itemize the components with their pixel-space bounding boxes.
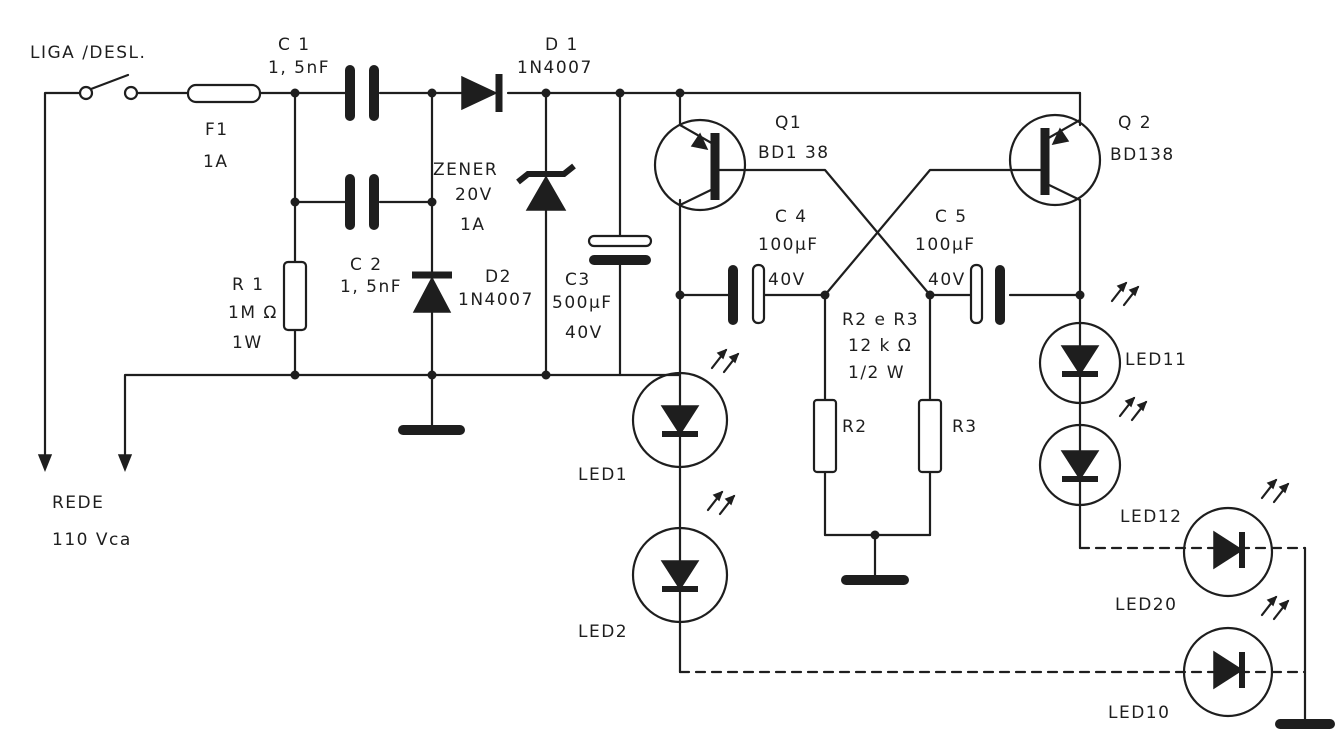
fuse-name: F1 — [205, 120, 229, 140]
c1-value: 1, 5nF — [268, 58, 330, 78]
q2-name: Q 2 — [1118, 113, 1152, 133]
led1-label: LED1 — [578, 465, 628, 485]
d1-part: 1N4007 — [517, 58, 593, 78]
capacitor-c1 — [345, 65, 379, 121]
r2r3-title: R2 e R3 — [842, 310, 919, 330]
d2-part: 1N4007 — [458, 290, 534, 310]
labels: LIGA /DESL. F1 1A C 1 1, 5nF C 2 1, 5nF … — [30, 35, 1187, 723]
fuse-f1 — [186, 83, 262, 104]
r2r3-value: 12 k Ω — [848, 336, 912, 356]
c3-name: C3 — [565, 270, 591, 290]
c2-name: C 2 — [350, 255, 383, 275]
junction-dots — [290, 88, 1085, 540]
power-switch — [78, 73, 139, 101]
led10 — [1182, 595, 1290, 718]
r2-name: R2 — [842, 417, 868, 437]
c3-value: 500µF — [552, 293, 613, 313]
resistor-r3 — [917, 398, 943, 474]
zener-current: 1A — [460, 215, 485, 235]
q1-name: Q1 — [775, 113, 802, 133]
q1-part: BD1 38 — [758, 143, 830, 163]
mains-voltage: 110 Vca — [52, 530, 132, 550]
mains-label: REDE — [52, 493, 104, 513]
d2-name: D2 — [485, 267, 512, 287]
c5-value: 100µF — [915, 235, 976, 255]
led20-label: LED20 — [1115, 595, 1177, 615]
c2-value: 1, 5nF — [340, 277, 402, 297]
led10-label: LED10 — [1108, 703, 1170, 723]
c1-name: C 1 — [278, 35, 311, 55]
d1-name: D 1 — [545, 35, 579, 55]
zener-diode — [516, 163, 576, 211]
r3-name: R3 — [952, 417, 978, 437]
led11 — [1038, 281, 1140, 405]
capacitor-c2 — [345, 174, 379, 230]
ground-symbols — [398, 425, 1335, 729]
led1 — [631, 348, 740, 469]
diode-d2 — [412, 271, 452, 313]
c4-value: 100µF — [758, 235, 819, 255]
q2-part: BD138 — [1110, 145, 1175, 165]
c5-name: C 5 — [935, 207, 968, 227]
led2-label: LED2 — [578, 622, 628, 642]
resistor-r1 — [282, 260, 308, 332]
led12-label: LED12 — [1120, 507, 1182, 527]
capacitor-c3 — [587, 234, 653, 265]
c4-name: C 4 — [775, 207, 808, 227]
fuse-value: 1A — [203, 152, 228, 172]
r1-name: R 1 — [232, 275, 265, 295]
led20 — [1182, 478, 1290, 598]
led2 — [631, 490, 736, 624]
transistor-q2 — [1008, 113, 1102, 207]
r1-power: 1W — [232, 333, 263, 353]
zener-voltage: 20V — [455, 185, 493, 205]
c4-voltage: 40V — [768, 270, 806, 290]
r1-value: 1M Ω — [228, 303, 278, 323]
led11-label: LED11 — [1125, 350, 1187, 370]
c5-voltage: 40V — [928, 270, 966, 290]
led12 — [1038, 396, 1148, 507]
wires — [37, 91, 1307, 724]
c3-voltage: 40V — [565, 323, 603, 343]
diode-d1 — [461, 74, 503, 112]
transistor-q1 — [653, 118, 747, 212]
switch-label: LIGA /DESL. — [30, 43, 146, 63]
resistor-r2 — [812, 398, 838, 474]
capacitor-c4 — [728, 263, 766, 325]
r2r3-power: 1/2 W — [848, 363, 905, 383]
zener-name: ZENER — [433, 160, 498, 180]
capacitor-c5 — [969, 263, 1005, 325]
